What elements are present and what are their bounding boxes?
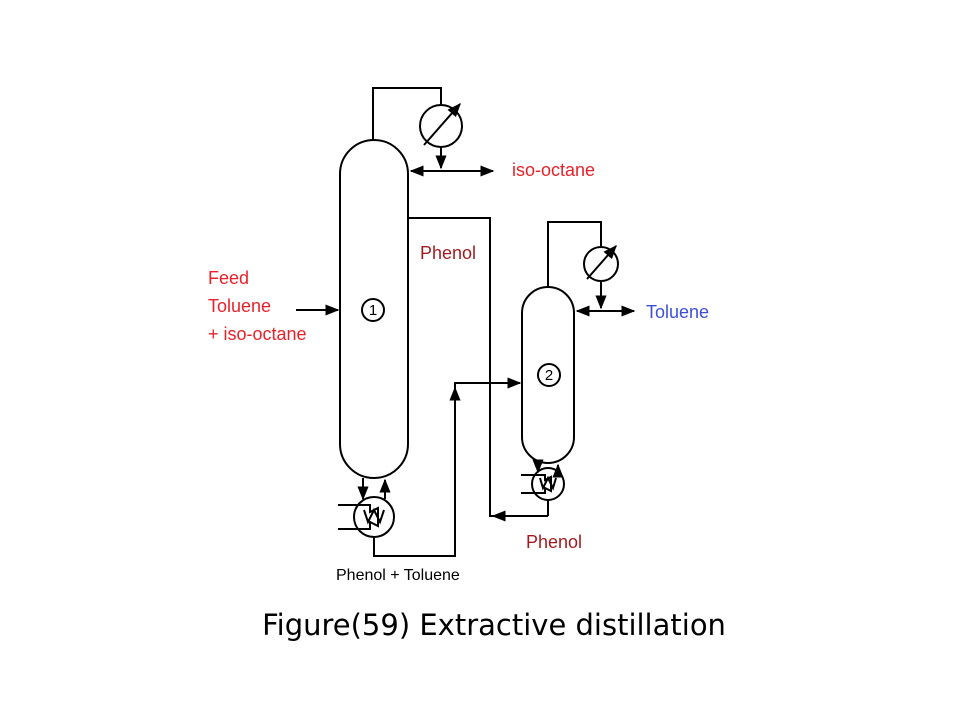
column-1-overhead-line (372, 87, 442, 140)
feed-toluene-label: Toluene (208, 296, 271, 316)
toluene-label: Toluene (646, 302, 709, 322)
reboiler-icon (338, 496, 395, 538)
feed-isooctane-label: + iso-octane (208, 324, 307, 344)
phenol-toluene-line (373, 377, 522, 557)
figure-caption: Figure(59) Extractive distillation (262, 608, 726, 642)
column-1-number-circle (361, 298, 385, 322)
phenol-top-label: Phenol (420, 243, 476, 263)
column-2-number: 2 (545, 367, 553, 384)
phenol-bottom-label: Phenol (526, 532, 582, 552)
column-2-overhead-line (547, 221, 602, 287)
column-2-number-circle (537, 363, 561, 387)
condenser-icon (419, 102, 463, 148)
condenser-icon (583, 244, 619, 282)
phenol-toluene-label: Phenol + Toluene (336, 567, 460, 584)
column-1-number: 1 (369, 302, 377, 319)
reboiler-icon (521, 467, 565, 501)
iso-octane-label: iso-octane (512, 160, 595, 180)
feed-label: Feed (208, 268, 249, 288)
